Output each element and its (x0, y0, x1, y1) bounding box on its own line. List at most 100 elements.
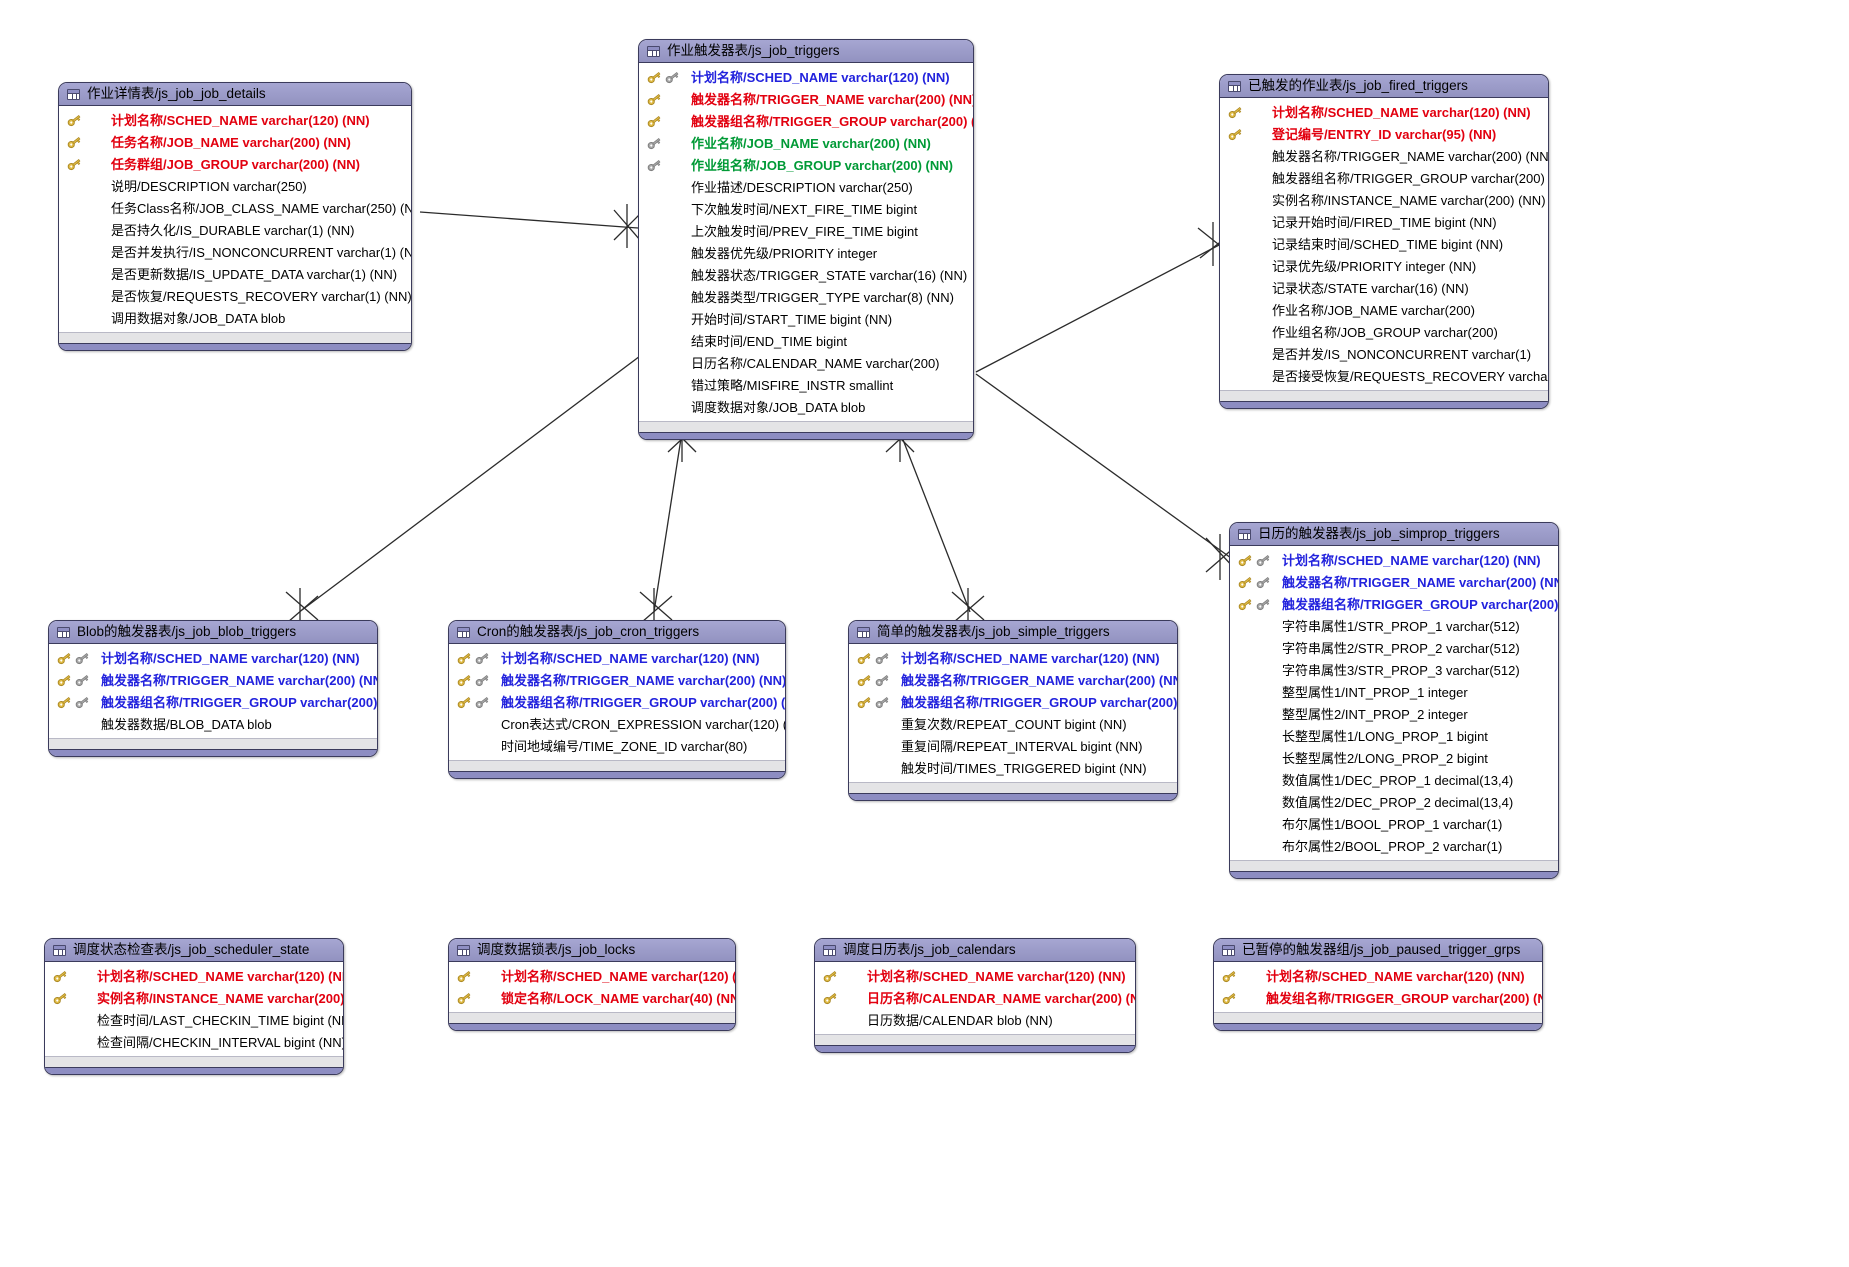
attribute-row[interactable]: 作业描述/DESCRIPTION varchar(250) (639, 176, 973, 198)
attribute-row[interactable]: 长整型属性2/LONG_PROP_2 bigint (1230, 747, 1558, 769)
attribute-row[interactable]: 任务Class名称/JOB_CLASS_NAME varchar(250) (N… (59, 197, 411, 219)
attribute-row[interactable]: 任务名称/JOB_NAME varchar(200) (NN) (59, 131, 411, 153)
attribute-row[interactable]: 触发器组名称/TRIGGER_GROUP varchar(200) (NN) (849, 691, 1177, 713)
entity-simprop_triggers[interactable]: 日历的触发器表/js_job_simprop_triggers 计划名称/SCHE… (1229, 522, 1559, 879)
attribute-row[interactable]: 重复间隔/REPEAT_INTERVAL bigint (NN) (849, 735, 1177, 757)
attribute-row[interactable]: 触发器组名称/TRIGGER_GROUP varchar(200) (NN) (449, 691, 785, 713)
entity-blob_triggers[interactable]: Blob的触发器表/js_job_blob_triggers 计划名称/SCHED… (48, 620, 378, 757)
attribute-row[interactable]: 是否并发执行/IS_NONCONCURRENT varchar(1) (NN) (59, 241, 411, 263)
attribute-row[interactable]: 布尔属性1/BOOL_PROP_1 varchar(1) (1230, 813, 1558, 835)
attribute-row[interactable]: 计划名称/SCHED_NAME varchar(120) (NN) (59, 109, 411, 131)
attribute-row[interactable]: 计划名称/SCHED_NAME varchar(120) (NN) (849, 647, 1177, 669)
attribute-row[interactable]: 下次触发时间/NEXT_FIRE_TIME bigint (639, 198, 973, 220)
attribute-row[interactable]: 日历名称/CALENDAR_NAME varchar(200) (639, 352, 973, 374)
attribute-row[interactable]: 触发器名称/TRIGGER_NAME varchar(200) (NN) (849, 669, 1177, 691)
attribute-row[interactable]: 布尔属性2/BOOL_PROP_2 varchar(1) (1230, 835, 1558, 857)
attribute-row[interactable]: 是否接受恢复/REQUESTS_RECOVERY varchar(1) (1220, 365, 1548, 387)
attribute-row[interactable]: 触发组名称/TRIGGER_GROUP varchar(200) (NN) (1214, 987, 1542, 1009)
entity-scheduler_state[interactable]: 调度状态检查表/js_job_scheduler_state 计划名称/SCHED… (44, 938, 344, 1075)
attribute-row[interactable]: 检查间隔/CHECKIN_INTERVAL bigint (NN) (45, 1031, 343, 1053)
attribute-row[interactable]: 计划名称/SCHED_NAME varchar(120) (NN) (449, 647, 785, 669)
attribute-row[interactable]: 是否更新数据/IS_UPDATE_DATA varchar(1) (NN) (59, 263, 411, 285)
attribute-row[interactable]: 触发器状态/TRIGGER_STATE varchar(16) (NN) (639, 264, 973, 286)
attribute-row[interactable]: 计划名称/SCHED_NAME varchar(120) (NN) (45, 965, 343, 987)
attribute-row[interactable]: 计划名称/SCHED_NAME varchar(120) (NN) (1214, 965, 1542, 987)
entity-header-calendars[interactable]: 调度日历表/js_job_calendars (815, 939, 1135, 962)
attribute-row[interactable]: 触发器名称/TRIGGER_NAME varchar(200) (NN) (49, 669, 377, 691)
entity-header-blob_triggers[interactable]: Blob的触发器表/js_job_blob_triggers (49, 621, 377, 644)
attribute-row[interactable]: 数值属性1/DEC_PROP_1 decimal(13,4) (1230, 769, 1558, 791)
attribute-row[interactable]: 触发器名称/TRIGGER_NAME varchar(200) (NN) (1220, 145, 1548, 167)
attribute-row[interactable]: 锁定名称/LOCK_NAME varchar(40) (NN) (449, 987, 735, 1009)
attribute-row[interactable]: 触发器名称/TRIGGER_NAME varchar(200) (NN) (1230, 571, 1558, 593)
attribute-row[interactable]: 计划名称/SCHED_NAME varchar(120) (NN) (49, 647, 377, 669)
attribute-row[interactable]: 触发时间/TIMES_TRIGGERED bigint (NN) (849, 757, 1177, 779)
attribute-row[interactable]: 日历名称/CALENDAR_NAME varchar(200) (NN) (815, 987, 1135, 1009)
attribute-row[interactable]: 记录优先级/PRIORITY integer (NN) (1220, 255, 1548, 277)
attribute-row[interactable]: 记录状态/STATE varchar(16) (NN) (1220, 277, 1548, 299)
attribute-row[interactable]: 触发器数据/BLOB_DATA blob (49, 713, 377, 735)
entity-header-cron_triggers[interactable]: Cron的触发器表/js_job_cron_triggers (449, 621, 785, 644)
entity-header-locks[interactable]: 调度数据锁表/js_job_locks (449, 939, 735, 962)
attribute-row[interactable]: 作业组名称/JOB_GROUP varchar(200) (NN) (639, 154, 973, 176)
attribute-row[interactable]: 计划名称/SCHED_NAME varchar(120) (NN) (639, 66, 973, 88)
attribute-row[interactable]: 字符串属性1/STR_PROP_1 varchar(512) (1230, 615, 1558, 637)
entity-job_triggers[interactable]: 作业触发器表/js_job_triggers 计划名称/SCHED_NAME va… (638, 39, 974, 440)
entity-cron_triggers[interactable]: Cron的触发器表/js_job_cron_triggers 计划名称/SCHED… (448, 620, 786, 779)
attribute-row[interactable]: 实例名称/INSTANCE_NAME varchar(200) (NN) (1220, 189, 1548, 211)
attribute-row[interactable]: 长整型属性1/LONG_PROP_1 bigint (1230, 725, 1558, 747)
attribute-row[interactable]: 实例名称/INSTANCE_NAME varchar(200) (NN) (45, 987, 343, 1009)
attribute-row[interactable]: 触发器名称/TRIGGER_NAME varchar(200) (NN) (639, 88, 973, 110)
attribute-row[interactable]: 作业名称/JOB_NAME varchar(200) (1220, 299, 1548, 321)
attribute-row[interactable]: 触发器类型/TRIGGER_TYPE varchar(8) (NN) (639, 286, 973, 308)
attribute-row[interactable]: 是否并发/IS_NONCONCURRENT varchar(1) (1220, 343, 1548, 365)
attribute-row[interactable]: 数值属性2/DEC_PROP_2 decimal(13,4) (1230, 791, 1558, 813)
attribute-row[interactable]: 计划名称/SCHED_NAME varchar(120) (NN) (1220, 101, 1548, 123)
attribute-row[interactable]: 作业名称/JOB_NAME varchar(200) (NN) (639, 132, 973, 154)
attribute-row[interactable]: 字符串属性2/STR_PROP_2 varchar(512) (1230, 637, 1558, 659)
attribute-row[interactable]: 整型属性2/INT_PROP_2 integer (1230, 703, 1558, 725)
attribute-row[interactable]: 触发器名称/TRIGGER_NAME varchar(200) (NN) (449, 669, 785, 691)
attribute-row[interactable]: 整型属性1/INT_PROP_1 integer (1230, 681, 1558, 703)
entity-header-simple_triggers[interactable]: 简单的触发器表/js_job_simple_triggers (849, 621, 1177, 644)
attribute-row[interactable]: 上次触发时间/PREV_FIRE_TIME bigint (639, 220, 973, 242)
attribute-row[interactable]: 重复次数/REPEAT_COUNT bigint (NN) (849, 713, 1177, 735)
attribute-row[interactable]: 计划名称/SCHED_NAME varchar(120) (NN) (449, 965, 735, 987)
attribute-row[interactable]: 开始时间/START_TIME bigint (NN) (639, 308, 973, 330)
attribute-row[interactable]: 说明/DESCRIPTION varchar(250) (59, 175, 411, 197)
attribute-row[interactable]: 触发器优先级/PRIORITY integer (639, 242, 973, 264)
entity-header-job_details[interactable]: 作业详情表/js_job_job_details (59, 83, 411, 106)
attribute-row[interactable]: 触发器组名称/TRIGGER_GROUP varchar(200) (NN) (1230, 593, 1558, 615)
entity-job_details[interactable]: 作业详情表/js_job_job_details 计划名称/SCHED_NAME … (58, 82, 412, 351)
attribute-row[interactable]: 计划名称/SCHED_NAME varchar(120) (NN) (1230, 549, 1558, 571)
attribute-row[interactable]: 触发器组名称/TRIGGER_GROUP varchar(200) (NN) (1220, 167, 1548, 189)
attribute-row[interactable]: 是否持久化/IS_DURABLE varchar(1) (NN) (59, 219, 411, 241)
attribute-row[interactable]: 作业组名称/JOB_GROUP varchar(200) (1220, 321, 1548, 343)
attribute-row[interactable]: Cron表达式/CRON_EXPRESSION varchar(120) (NN… (449, 713, 785, 735)
attribute-row[interactable]: 调度数据对象/JOB_DATA blob (639, 396, 973, 418)
attribute-row[interactable]: 任务群组/JOB_GROUP varchar(200) (NN) (59, 153, 411, 175)
attribute-row[interactable]: 日历数据/CALENDAR blob (NN) (815, 1009, 1135, 1031)
entity-header-job_triggers[interactable]: 作业触发器表/js_job_triggers (639, 40, 973, 63)
attribute-row[interactable]: 时间地域编号/TIME_ZONE_ID varchar(80) (449, 735, 785, 757)
entity-simple_triggers[interactable]: 简单的触发器表/js_job_simple_triggers 计划名称/SCHED… (848, 620, 1178, 801)
entity-header-scheduler_state[interactable]: 调度状态检查表/js_job_scheduler_state (45, 939, 343, 962)
attribute-row[interactable]: 记录结束时间/SCHED_TIME bigint (NN) (1220, 233, 1548, 255)
entity-header-simprop_triggers[interactable]: 日历的触发器表/js_job_simprop_triggers (1230, 523, 1558, 546)
entity-locks[interactable]: 调度数据锁表/js_job_locks 计划名称/SCHED_NAME varch… (448, 938, 736, 1031)
entity-header-fired_triggers[interactable]: 已触发的作业表/js_job_fired_triggers (1220, 75, 1548, 98)
entity-calendars[interactable]: 调度日历表/js_job_calendars 计划名称/SCHED_NAME va… (814, 938, 1136, 1053)
attribute-row[interactable]: 结束时间/END_TIME bigint (639, 330, 973, 352)
entity-header-paused_trigger_grps[interactable]: 已暂停的触发器组/js_job_paused_trigger_grps (1214, 939, 1542, 962)
entity-paused_trigger_grps[interactable]: 已暂停的触发器组/js_job_paused_trigger_grps 计划名称/… (1213, 938, 1543, 1031)
attribute-row[interactable]: 登记编号/ENTRY_ID varchar(95) (NN) (1220, 123, 1548, 145)
attribute-row[interactable]: 错过策略/MISFIRE_INSTR smallint (639, 374, 973, 396)
attribute-row[interactable]: 调用数据对象/JOB_DATA blob (59, 307, 411, 329)
attribute-row[interactable]: 计划名称/SCHED_NAME varchar(120) (NN) (815, 965, 1135, 987)
attribute-row[interactable]: 记录开始时间/FIRED_TIME bigint (NN) (1220, 211, 1548, 233)
attribute-row[interactable]: 触发器组名称/TRIGGER_GROUP varchar(200) (NN) (639, 110, 973, 132)
entity-fired_triggers[interactable]: 已触发的作业表/js_job_fired_triggers 计划名称/SCHED_… (1219, 74, 1549, 409)
attribute-row[interactable]: 是否恢复/REQUESTS_RECOVERY varchar(1) (NN) (59, 285, 411, 307)
attribute-row[interactable]: 检查时间/LAST_CHECKIN_TIME bigint (NN) (45, 1009, 343, 1031)
attribute-row[interactable]: 触发器组名称/TRIGGER_GROUP varchar(200) (NN) (49, 691, 377, 713)
